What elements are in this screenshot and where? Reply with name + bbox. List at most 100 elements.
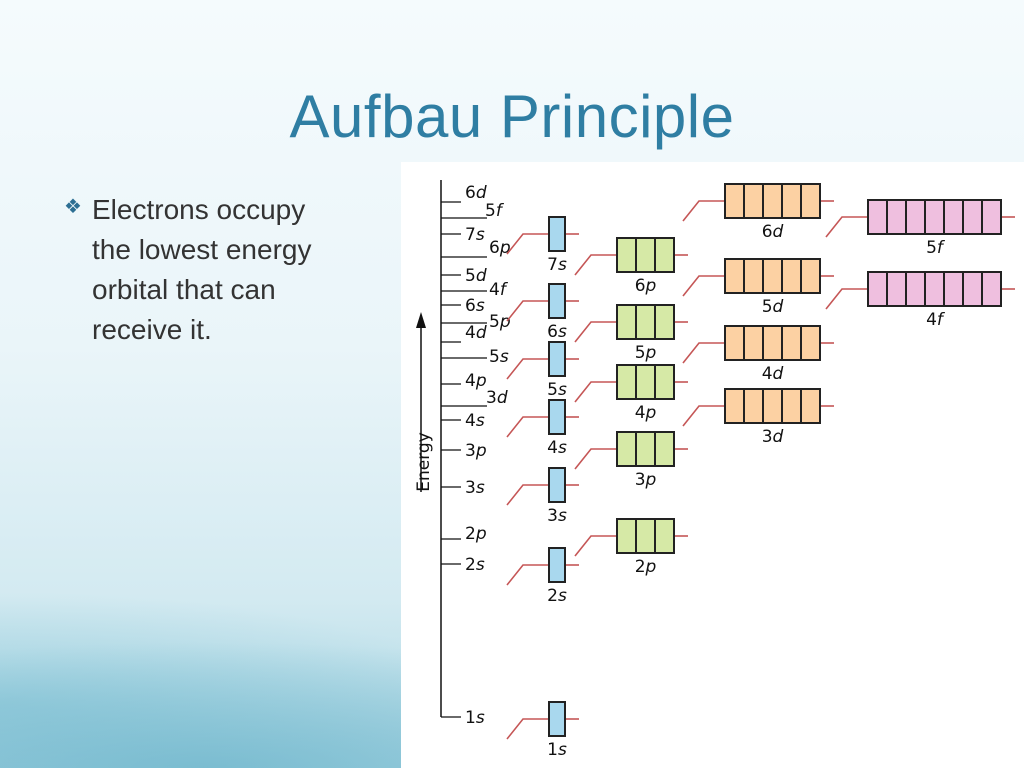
p-orbital-connector <box>574 381 617 403</box>
d-orbital-box <box>743 388 764 424</box>
p-orbital-box <box>616 304 637 340</box>
orbital-label-4f: 4f <box>926 310 946 330</box>
s-orbital-connector <box>506 233 549 255</box>
d-orbital-box <box>762 325 783 361</box>
diamond-bullet-icon: ❖ <box>64 196 82 218</box>
orbital-label-4p: 4p <box>635 403 657 423</box>
slide-title: Aufbau Principle <box>289 83 735 150</box>
energy-level-label: 2s <box>465 555 485 575</box>
bullet-line: the lowest energy <box>92 234 312 265</box>
orbital-label-5p: 5p <box>635 343 657 363</box>
p-orbital-box <box>654 237 675 273</box>
s-orbital-connector <box>506 564 549 586</box>
p-orbital-box <box>635 237 656 273</box>
f-orbital-box <box>867 271 888 307</box>
energy-level-label: 7s <box>465 225 485 245</box>
s-orbital-connector <box>506 358 549 380</box>
d-orbital-box <box>800 388 821 424</box>
orbital-label-4d: 4d <box>762 364 784 384</box>
s-orbital-connector <box>506 416 549 438</box>
bullet-line: orbital that can <box>92 274 276 305</box>
f-orbital-box <box>981 271 1002 307</box>
d-orbital-box <box>743 183 764 219</box>
f-orbital-box <box>886 199 907 235</box>
energy-axis-label: Energy <box>414 432 434 492</box>
energy-level-label: 3s <box>465 478 485 498</box>
p-orbital-box <box>616 364 637 400</box>
d-orbital-connector <box>682 275 725 297</box>
s-orbital-box <box>548 216 566 252</box>
bullet-line: Electrons occupy <box>92 194 306 225</box>
energy-level-label: 1s <box>465 708 485 728</box>
d-orbital-box <box>724 388 745 424</box>
energy-level-label: 5s <box>489 347 509 367</box>
d-orbital-box <box>781 325 802 361</box>
orbital-label-6s: 6s <box>547 322 567 342</box>
p-orbital-connector <box>574 535 617 557</box>
d-orbital-box <box>800 183 821 219</box>
d-orbital-box <box>743 325 764 361</box>
s-orbital-box <box>548 467 566 503</box>
orbital-diagram-svg: Energy 6d5f7s6p5d4f6s5p4d5s4p3d4s3p3s2p2… <box>414 180 1015 760</box>
orbital-label-1s: 1s <box>547 740 567 760</box>
f-orbital-box <box>943 199 964 235</box>
d-orbital-connector <box>682 405 725 427</box>
bullet-line: receive it. <box>92 314 212 345</box>
energy-level-label: 4d <box>465 323 487 343</box>
p-orbital-box <box>635 364 656 400</box>
s-orbital-box <box>548 341 566 377</box>
f-orbital-box <box>943 271 964 307</box>
energy-level-label: 2p <box>465 524 487 544</box>
f-orbital-connector <box>825 216 868 238</box>
f-orbital-box <box>981 199 1002 235</box>
p-orbital-connector <box>574 448 617 470</box>
d-orbital-box <box>724 183 745 219</box>
p-orbital-box <box>654 518 675 554</box>
bullet-item: ❖ Electrons occupy the lowest energy orb… <box>64 190 384 350</box>
energy-level-label: 6d <box>465 183 487 203</box>
f-orbital-box <box>905 199 926 235</box>
f-orbital-box <box>962 271 983 307</box>
s-orbital-connector <box>506 484 549 506</box>
f-orbital-box <box>867 199 888 235</box>
orbital-label-3p: 3p <box>635 470 657 490</box>
orbital-label-5s: 5s <box>547 380 567 400</box>
p-orbital-box <box>635 304 656 340</box>
d-orbital-box <box>724 325 745 361</box>
p-orbital-box <box>635 518 656 554</box>
s-orbital-box <box>548 399 566 435</box>
p-orbital-box <box>654 431 675 467</box>
f-orbital-connector <box>825 288 868 310</box>
d-orbital-box <box>743 258 764 294</box>
energy-level-label: 3d <box>486 388 508 408</box>
energy-level-label: 5d <box>465 266 487 286</box>
f-orbital-box <box>962 199 983 235</box>
energy-arrow-head <box>416 312 426 328</box>
orbital-label-2s: 2s <box>547 586 567 606</box>
d-orbital-box <box>781 183 802 219</box>
energy-level-label: 4s <box>465 411 485 431</box>
f-orbital-box <box>905 271 926 307</box>
energy-level-label: 5p <box>489 312 511 332</box>
s-orbital-box <box>548 701 566 737</box>
energy-level-label: 5f <box>485 201 505 221</box>
f-orbital-box <box>886 271 907 307</box>
p-orbital-connector <box>574 321 617 343</box>
p-orbital-box <box>635 431 656 467</box>
orbital-label-5d: 5d <box>762 297 784 317</box>
s-orbital-connector <box>506 300 549 322</box>
energy-level-label: 3p <box>465 441 487 461</box>
p-orbital-box <box>654 364 675 400</box>
s-orbital-connector <box>506 718 549 740</box>
d-orbital-box <box>762 183 783 219</box>
d-orbital-box <box>724 258 745 294</box>
d-orbital-connector <box>682 342 725 364</box>
p-orbital-box <box>616 431 637 467</box>
d-orbital-box <box>762 388 783 424</box>
d-orbital-box <box>781 388 802 424</box>
orbital-label-7s: 7s <box>547 255 567 275</box>
d-orbital-box <box>800 258 821 294</box>
orbital-label-3d: 3d <box>762 427 784 447</box>
energy-level-label: 6p <box>489 238 511 258</box>
